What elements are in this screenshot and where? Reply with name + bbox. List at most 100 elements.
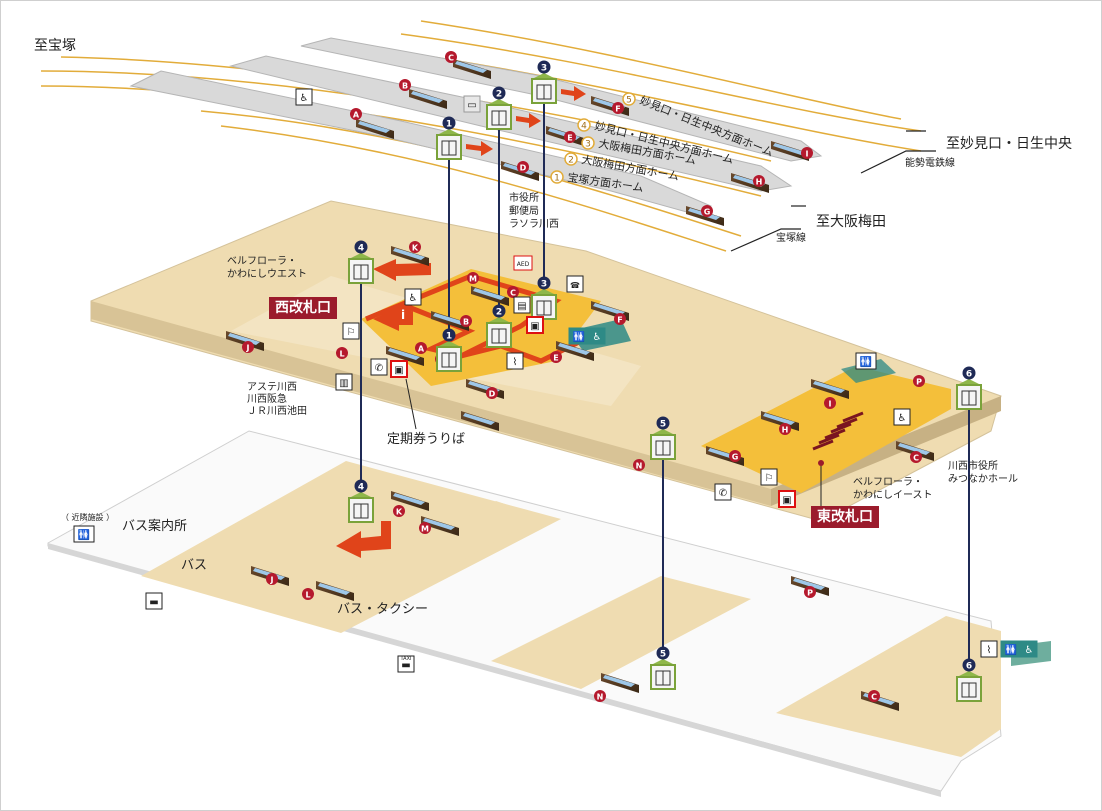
svg-text:▣: ▣ (530, 321, 539, 332)
svg-text:I: I (806, 150, 809, 159)
svg-text:3: 3 (585, 140, 591, 150)
elevator-4[interactable]: 4 (348, 240, 374, 284)
escalator-h-badge: H (779, 423, 791, 435)
elevator-number-badge (656, 416, 670, 430)
escalator (421, 516, 459, 536)
label-bus-info: バス案内所 (122, 518, 187, 534)
elevator-5[interactable]: 5 (650, 646, 676, 690)
svg-text:1: 1 (446, 332, 452, 342)
svg-text:B: B (463, 318, 469, 327)
elevator-2[interactable]: 2 (486, 86, 512, 130)
direction-takarazuka: 至宝塚 (34, 38, 76, 54)
elevator-4[interactable]: 4 (348, 479, 374, 523)
svg-text:▣: ▣ (782, 495, 791, 506)
elevator-6[interactable]: 6 (956, 658, 982, 702)
east-gate-area (701, 366, 951, 493)
phone-box-icon: ☎ (566, 275, 584, 293)
escalator-l-badge: L (336, 347, 348, 359)
svg-text:✆: ✆ (375, 363, 383, 374)
svg-text:4: 4 (581, 122, 587, 132)
svg-text:⚐: ⚐ (765, 473, 774, 484)
escalator-c-badge: C (445, 51, 457, 63)
platform-arrow-1 (466, 141, 493, 156)
label-aste: アステ川西 (247, 382, 297, 393)
bracket-umeda (730, 228, 801, 252)
label-city-hall: みつなかホール (948, 473, 1018, 485)
ground-wifi-icon: ⌇ (980, 640, 998, 658)
escalator-n-badge: N (594, 690, 606, 702)
platform-elevator-icon: ▭ (463, 95, 481, 113)
label-bellflora-west: かわにしウエスト (227, 268, 307, 280)
escalator (601, 673, 639, 693)
teiki-pointer (405, 378, 417, 430)
aed-icon: AED (513, 255, 533, 271)
elevator-5[interactable]: 5 (650, 416, 676, 460)
ticket-office-icon-2: ▣ (390, 360, 408, 378)
ground-area-east (776, 616, 1001, 757)
svg-text:▤: ▤ (517, 301, 526, 312)
svg-text:H: H (756, 178, 763, 187)
escalator (771, 141, 809, 161)
elevator-1[interactable]: 1 (436, 116, 462, 160)
svg-text:1: 1 (554, 174, 560, 184)
elevator-3[interactable]: 3 (531, 276, 557, 320)
label-city-office: 郵便局 (509, 204, 539, 217)
ticket-machine-icon: ▤ (513, 296, 531, 314)
svg-text:▣: ▣ (394, 365, 403, 376)
elevator-number-badge (492, 304, 506, 318)
svg-text:C: C (510, 289, 516, 298)
elevator-6[interactable]: 6 (956, 366, 982, 410)
svg-text:C: C (871, 693, 877, 702)
label-bus: バス (181, 558, 207, 573)
svg-text:C: C (913, 454, 919, 463)
escalator (226, 331, 264, 351)
svg-text:P: P (807, 589, 813, 598)
escalator-p-badge: P (804, 586, 816, 598)
elevator-2[interactable]: 2 (486, 304, 512, 348)
svg-text:L: L (305, 591, 310, 600)
svg-text:F: F (615, 105, 620, 114)
svg-text:✆: ✆ (719, 488, 727, 499)
escalator-f-badge: F (614, 313, 626, 325)
svg-text:⌇: ⌇ (987, 645, 992, 656)
escalator (356, 119, 394, 139)
ticket-office-icon: ▣ (526, 316, 544, 334)
elevator-1[interactable]: 1 (436, 328, 462, 372)
svg-text:5: 5 (660, 650, 666, 660)
label-bellflora-east: ベルフローラ・ (853, 476, 923, 488)
escalator-b-badge: B (460, 315, 472, 327)
escalator-b-badge: B (399, 79, 411, 91)
escalator-m-badge: M (419, 522, 431, 534)
label-bellflora-west: ベルフローラ・ (227, 255, 297, 267)
taxi-label: TAXI (400, 656, 412, 662)
concourse-right-edge (771, 396, 1001, 506)
svg-text:▬: ▬ (149, 597, 158, 608)
arrow-ground-4 (336, 521, 391, 558)
elevator-number-badge (537, 60, 551, 74)
elevator-number-badge (656, 646, 670, 660)
east-ticket-office-icon: ▣ (778, 490, 796, 508)
elevator-number-badge (354, 240, 368, 254)
svg-text:5: 5 (626, 96, 632, 106)
svg-text:H: H (782, 426, 789, 435)
svg-text:L: L (339, 350, 344, 359)
escalator-d-badge: D (517, 161, 529, 173)
elevator-number-badge (537, 276, 551, 290)
label-city-office: ラソラ川西 (509, 218, 559, 230)
elevator-number-badge (442, 116, 456, 130)
coin-locker-icon: ▥ (335, 373, 353, 391)
escalator-e-badge: E (550, 351, 562, 363)
elevator-number-badge (962, 366, 976, 380)
label-city-hall: 川西市役所 (948, 459, 998, 472)
elevator-number-badge (354, 479, 368, 493)
east-toilet-floor (841, 359, 896, 383)
rail-lines (40, 20, 922, 252)
elevator-3[interactable]: 3 (531, 60, 557, 104)
svg-text:M: M (421, 525, 429, 534)
svg-text:D: D (489, 390, 496, 399)
escalator-l-badge: L (302, 588, 314, 600)
line-takarazuka: 宝塚線 (776, 231, 806, 244)
bracket-myoken (860, 150, 936, 174)
svg-text:🚻: 🚻 (860, 355, 872, 368)
svg-text:D: D (520, 164, 527, 173)
